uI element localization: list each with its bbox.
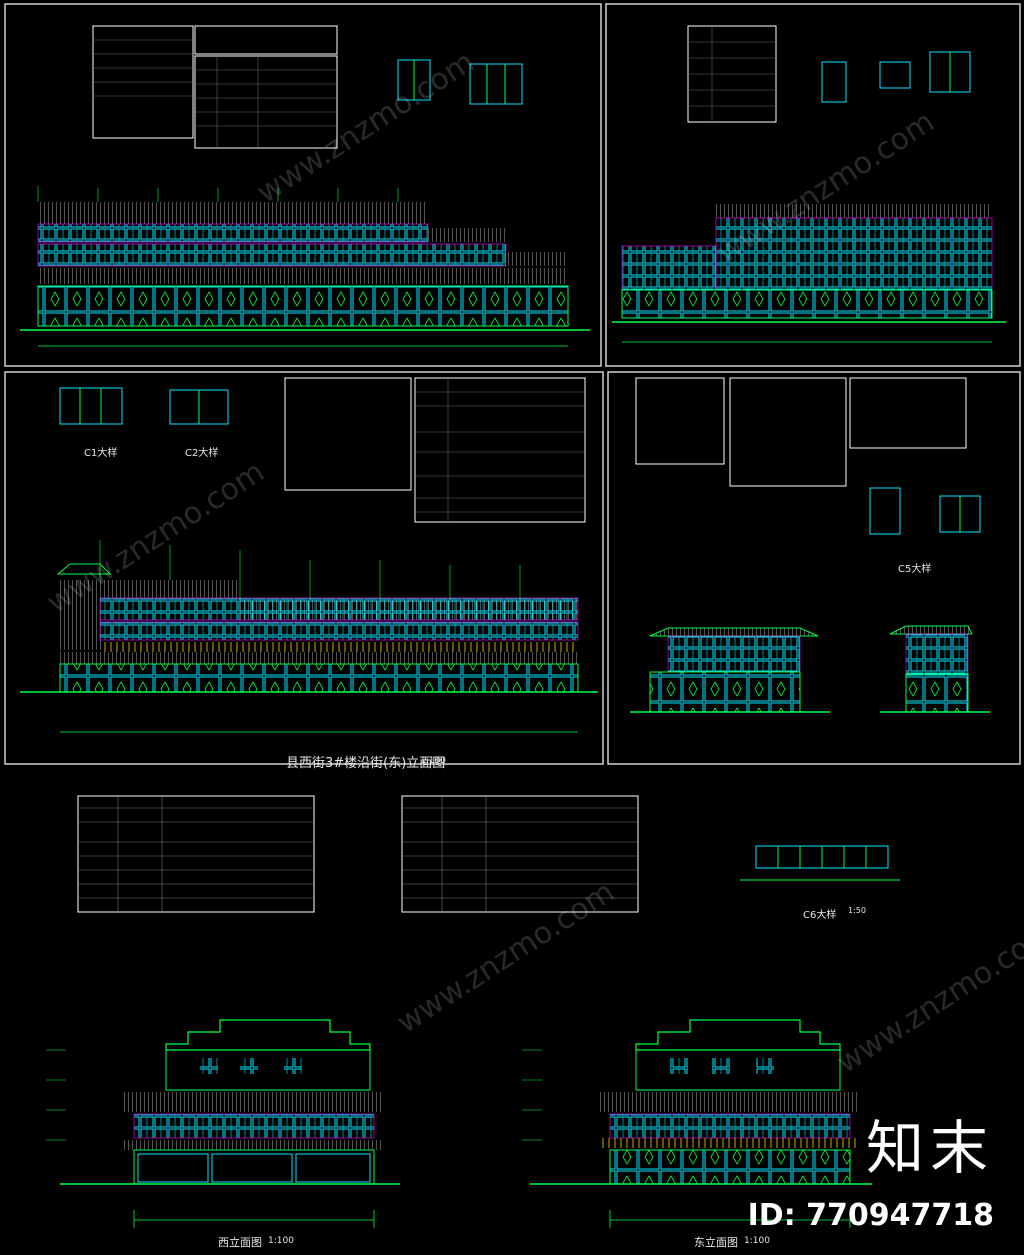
side-elevation-2 [880, 625, 990, 713]
sheet-3-frame [4, 371, 604, 765]
west-elevation-scale: 1:100 [268, 1236, 294, 1246]
street-elevation-scale: 1:100 [420, 756, 446, 766]
west-elevation-caption: 西立面图 [218, 1236, 262, 1249]
sheet-2-frame [605, 3, 1021, 367]
window-detail-small-2 [821, 51, 971, 103]
c6-detail-scale: 1:50 [848, 906, 866, 915]
east-elevation-caption: 东立面图 [694, 1236, 738, 1249]
c2-detail-caption: C2大样 [185, 448, 219, 459]
sheet-4-frame [607, 371, 1021, 765]
east-street-elevation [20, 540, 598, 733]
sheet-2-elevation [612, 204, 1006, 343]
image-id-label: ID: 770947718 [747, 1198, 994, 1233]
brand-logo-text: 知末 [865, 1114, 994, 1182]
sheet-3-window-details [59, 387, 229, 425]
sheet-1-frame [4, 3, 602, 367]
sheet-3-notes [284, 377, 586, 523]
sheet-4-notes [635, 377, 967, 487]
sheet-1-notes [92, 25, 338, 149]
street-elevation-caption: 县西街3#楼沿街(东)立面图 [286, 756, 446, 771]
sheet-2-notes [687, 25, 777, 123]
east-elevation-scale: 1:100 [744, 1236, 770, 1246]
west-elevation-building [46, 1019, 400, 1228]
long-elevation-building [20, 186, 590, 347]
c1-detail-caption: C1大样 [84, 448, 118, 459]
window-detail-small-1 [397, 59, 523, 105]
c6-window-detail [740, 845, 900, 881]
c5-detail-caption: C5大样 [898, 564, 932, 575]
sheet-4-window-details [869, 487, 981, 535]
bottom-note-table-right [401, 795, 639, 913]
east-elevation-building [522, 1019, 872, 1228]
side-elevation-1 [630, 627, 830, 713]
c6-detail-caption: C6大样 [803, 910, 837, 921]
bottom-note-table-left [77, 795, 315, 913]
